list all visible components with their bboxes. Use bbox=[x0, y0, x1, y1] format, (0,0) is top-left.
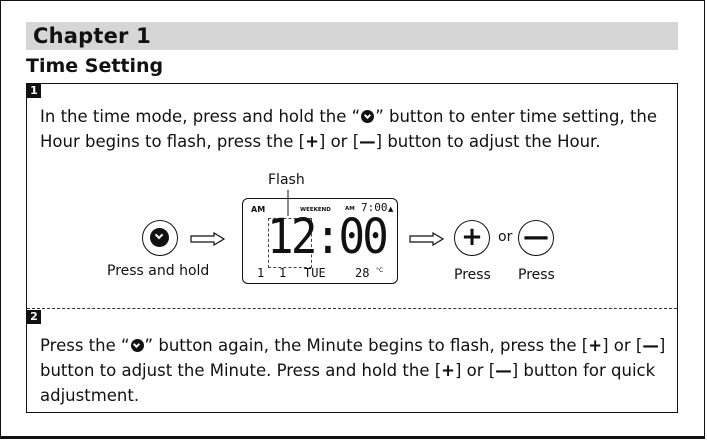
minus-icon: — bbox=[495, 361, 512, 380]
plus-button: + bbox=[454, 220, 490, 256]
lcd-am-indicator: AM bbox=[251, 205, 266, 214]
step-1-number: 1 bbox=[27, 84, 41, 98]
chapter-header-bar bbox=[26, 22, 678, 50]
lcd-main-time: 12:00 bbox=[267, 209, 389, 265]
alarm-button-icon bbox=[130, 339, 144, 352]
flash-pointer-line bbox=[287, 190, 289, 216]
chapter-title: Chapter 1 bbox=[33, 24, 151, 48]
plus-icon: + bbox=[305, 132, 319, 151]
step-2-number: 2 bbox=[27, 310, 41, 324]
alarm-set-button bbox=[142, 220, 178, 256]
plus-icon: + bbox=[441, 361, 455, 380]
lcd-alarm-am: AM bbox=[345, 206, 355, 212]
section-title: Time Setting bbox=[26, 55, 164, 77]
lcd-weekday: TUE bbox=[304, 266, 326, 280]
minus-icon: — bbox=[359, 132, 376, 151]
press-label-plus: Press bbox=[454, 267, 491, 283]
flash-label: Flash bbox=[268, 172, 305, 188]
step-1-text: In the time mode, press and hold the “” … bbox=[40, 104, 670, 154]
minus-button: — bbox=[518, 220, 554, 256]
step-1-line-1: In the time mode, press and hold the “” … bbox=[40, 107, 658, 126]
lcd-day: 1 bbox=[279, 266, 287, 280]
or-label: or bbox=[498, 229, 513, 245]
lcd-temperature: 28 bbox=[355, 266, 370, 280]
lcd-temp-unit: °C bbox=[376, 267, 384, 274]
step-2-line-1: Press the “” button again, the Minute be… bbox=[40, 336, 666, 355]
step-divider bbox=[27, 308, 677, 309]
lcd-month: 1 bbox=[257, 266, 265, 280]
flash-highlight-box bbox=[268, 218, 312, 268]
lcd-weekend-indicator: WEEKEND bbox=[300, 207, 331, 213]
press-and-hold-label: Press and hold bbox=[107, 263, 210, 279]
arrow-right-icon bbox=[190, 232, 226, 246]
lcd-display: AM WEEKEND AM 7:00 ▲ 12:00 1 1 TUE 28 °C bbox=[242, 198, 398, 284]
alarm-button-icon bbox=[150, 228, 169, 247]
instruction-box bbox=[26, 83, 678, 413]
step-1-line-2: Hour begins to flash, press the [+] or [… bbox=[40, 132, 601, 151]
step-2-line-3: adjustment. bbox=[40, 386, 140, 405]
minus-icon: — bbox=[642, 336, 659, 355]
lcd-alarm-time: 7:00 bbox=[361, 201, 388, 214]
plus-icon: + bbox=[588, 336, 603, 355]
press-label-minus: Press bbox=[518, 267, 555, 283]
step-2-line-2: button to adjust the Minute. Press and h… bbox=[40, 361, 656, 380]
bell-icon: ▲ bbox=[388, 205, 394, 213]
step-2-text: Press the “” button again, the Minute be… bbox=[40, 333, 670, 408]
arrow-right-icon bbox=[409, 232, 445, 246]
alarm-button-icon bbox=[361, 110, 375, 123]
